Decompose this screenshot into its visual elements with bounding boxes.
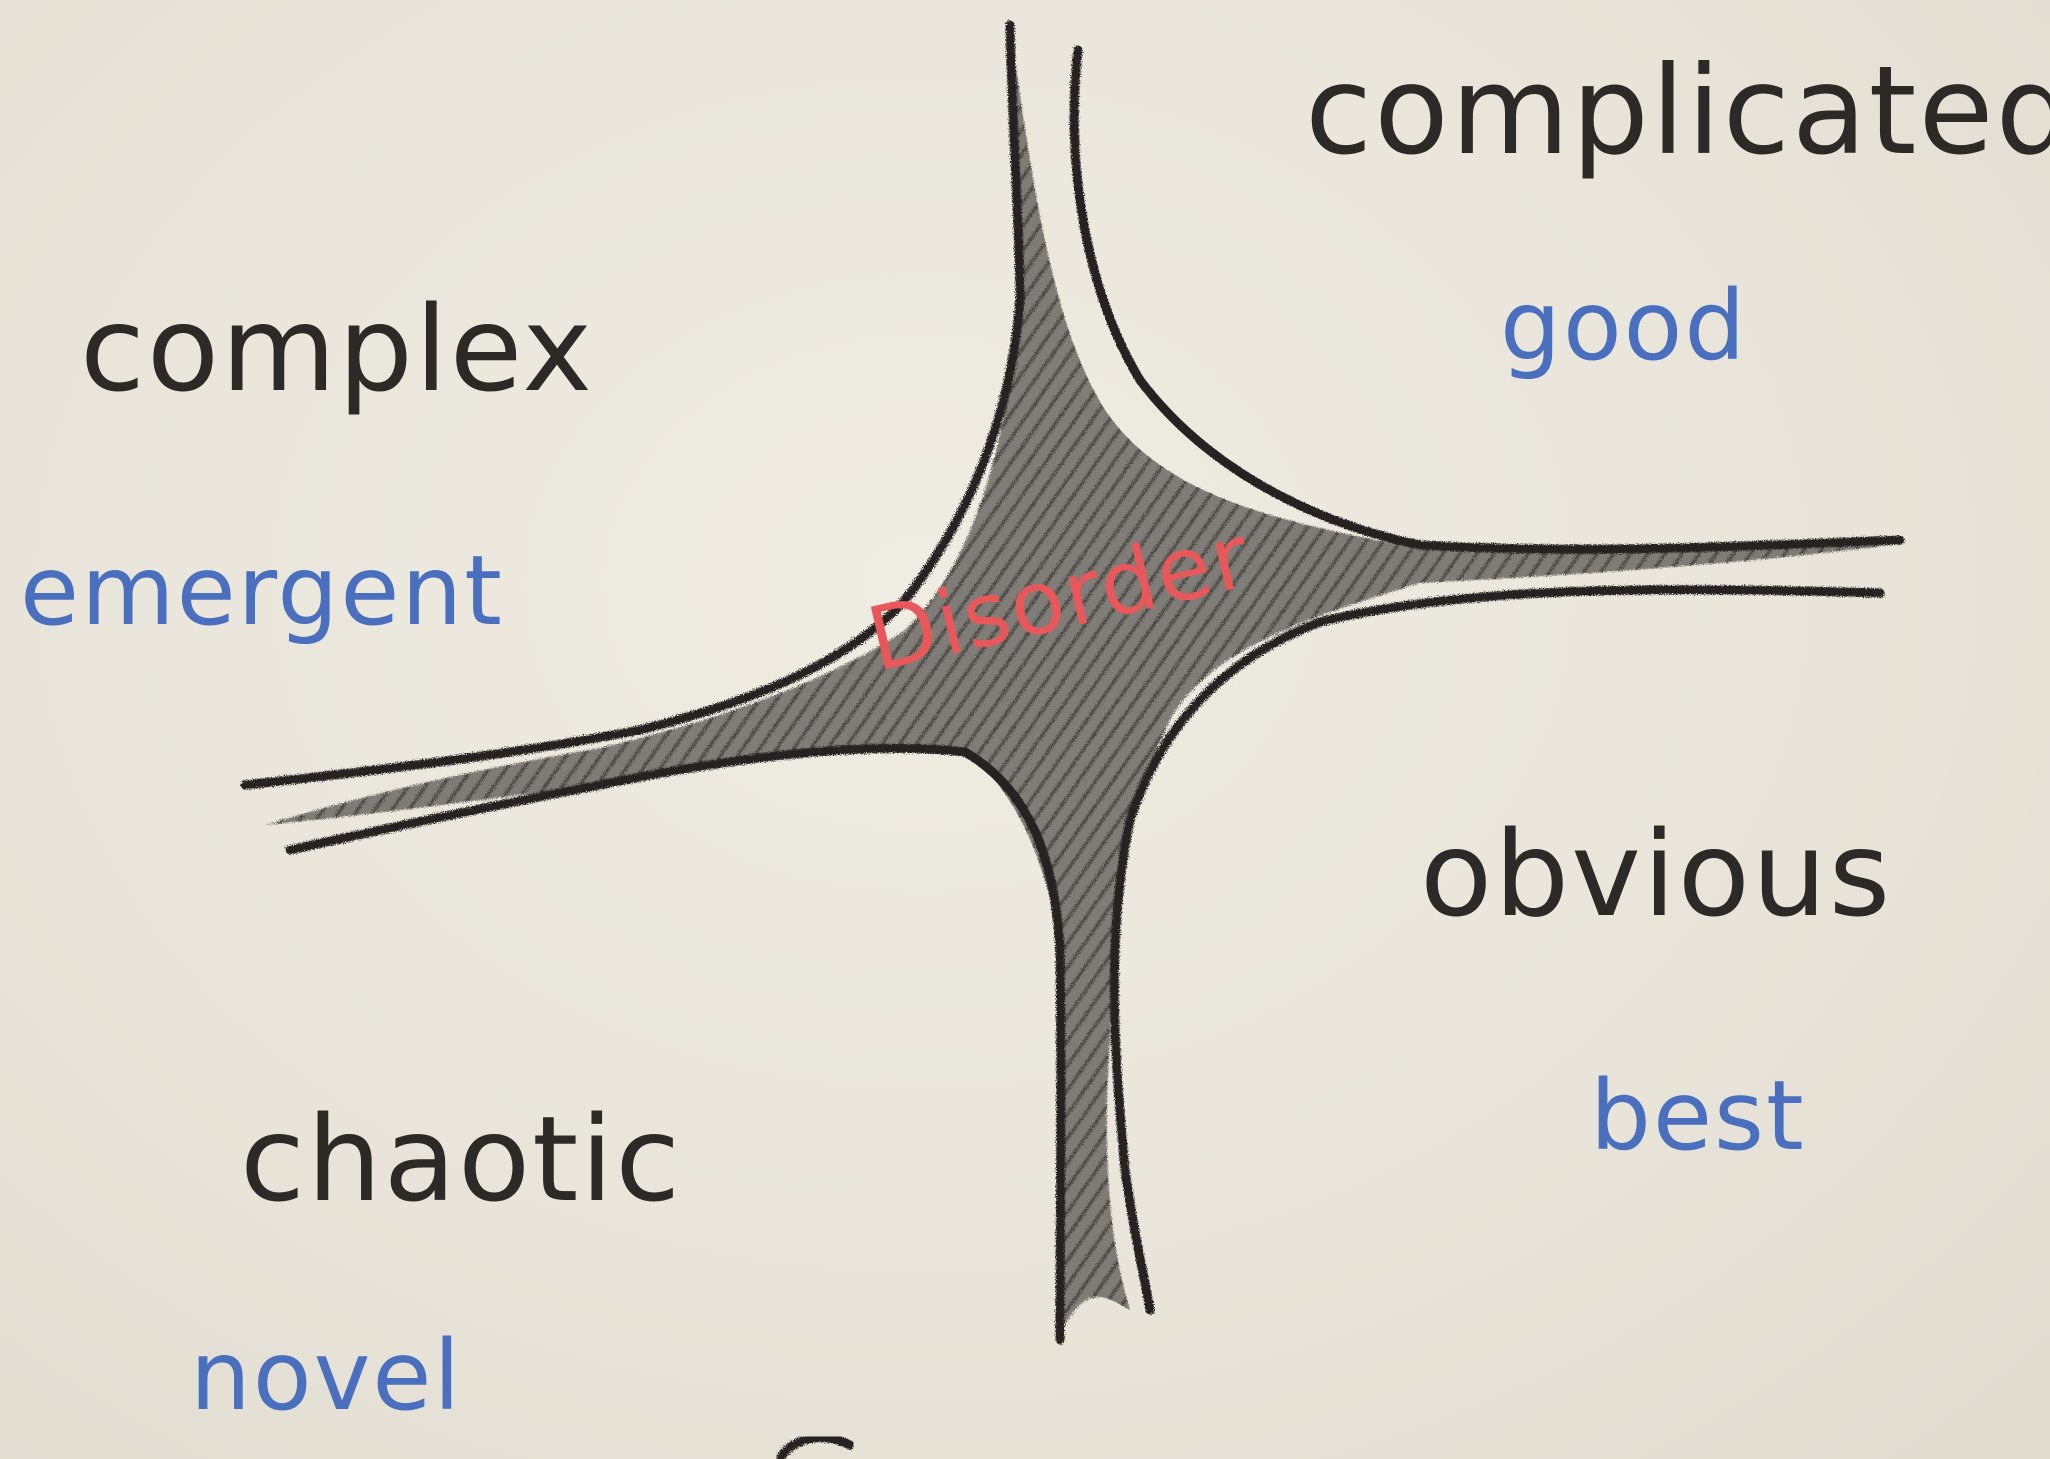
complicated-domain-label: complicated <box>1305 40 2050 182</box>
boundary-line <box>1320 590 1880 622</box>
novel-practice-label: novel <box>190 1320 462 1432</box>
complex-domain-label: complex <box>80 280 594 418</box>
chaotic-domain-label: chaotic <box>240 1090 682 1228</box>
good-practice-label: good <box>1500 270 1747 382</box>
stray-pencil-mark <box>780 1438 850 1459</box>
best-practice-label: best <box>1590 1060 1806 1172</box>
obvious-domain-label: obvious <box>1420 805 1892 943</box>
emergent-practice-label: emergent <box>20 535 504 647</box>
